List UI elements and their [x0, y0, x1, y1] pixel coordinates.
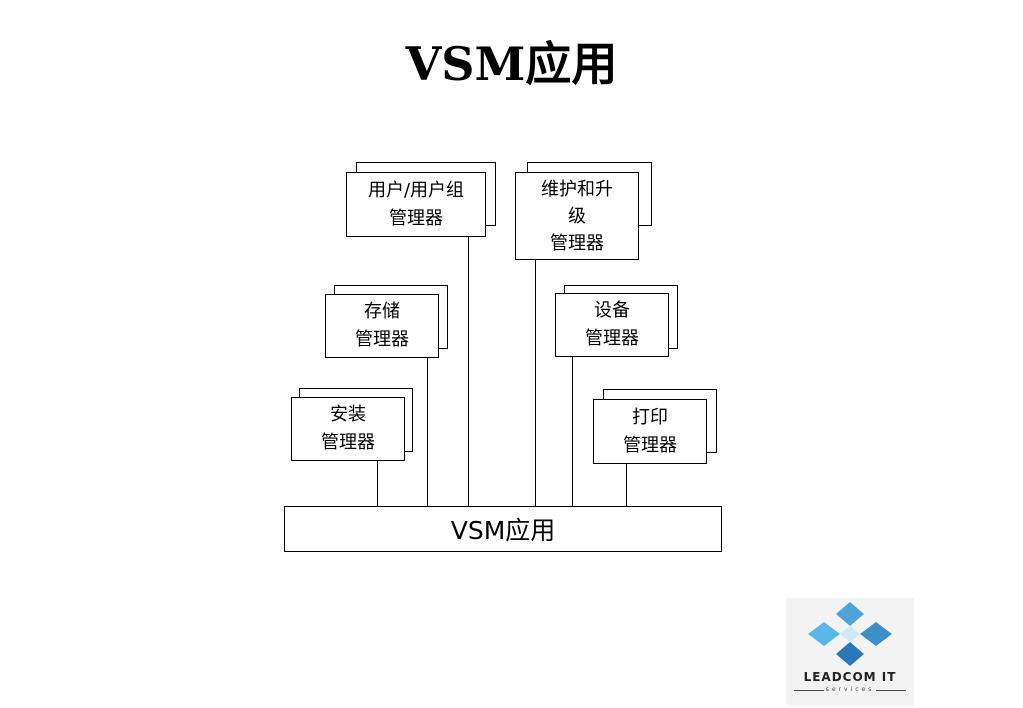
page-title: VSM应用: [405, 37, 618, 91]
connector-storage: [427, 358, 428, 506]
connector-user-group: [468, 236, 469, 506]
box-device-manager: 设备 管理器: [555, 293, 669, 357]
box-label: 级: [568, 205, 586, 227]
connector-maintenance: [535, 260, 536, 506]
box-label: 管理器: [321, 432, 375, 453]
box-label: 管理器: [623, 434, 677, 456]
diamond-logo-icon: [808, 602, 892, 666]
box-label: 管理器: [355, 329, 409, 350]
box-label: 存储: [364, 301, 400, 322]
box-install-manager: 安装 管理器: [291, 397, 405, 461]
box-maintenance-manager: 维护和升 级 管理器: [515, 172, 639, 260]
connector-device: [572, 356, 573, 506]
logo-rule-left: [794, 690, 824, 691]
vsm-application-bus: VSM应用: [284, 506, 722, 552]
box-label: 打印: [632, 406, 668, 428]
box-label: 管理器: [550, 232, 604, 254]
box-label: 管理器: [585, 328, 639, 349]
connector-print: [626, 464, 627, 510]
box-label: 管理器: [389, 207, 443, 229]
logo-sub: services: [825, 686, 875, 693]
box-label: 维护和升: [541, 178, 613, 200]
box-print-manager: 打印 管理器: [593, 399, 707, 464]
leadcom-logo: LEADCOM IT services: [786, 598, 914, 706]
logo-rule-right: [876, 690, 906, 691]
connector-install: [377, 461, 378, 506]
box-user-group-manager: 用户/用户组 管理器: [346, 172, 486, 237]
box-label: 安装: [330, 404, 366, 425]
box-label: 用户/用户组: [367, 179, 465, 201]
box-label: 设备: [594, 300, 630, 321]
logo-name: LEADCOM IT: [803, 670, 897, 684]
box-storage-manager: 存储 管理器: [325, 294, 439, 358]
